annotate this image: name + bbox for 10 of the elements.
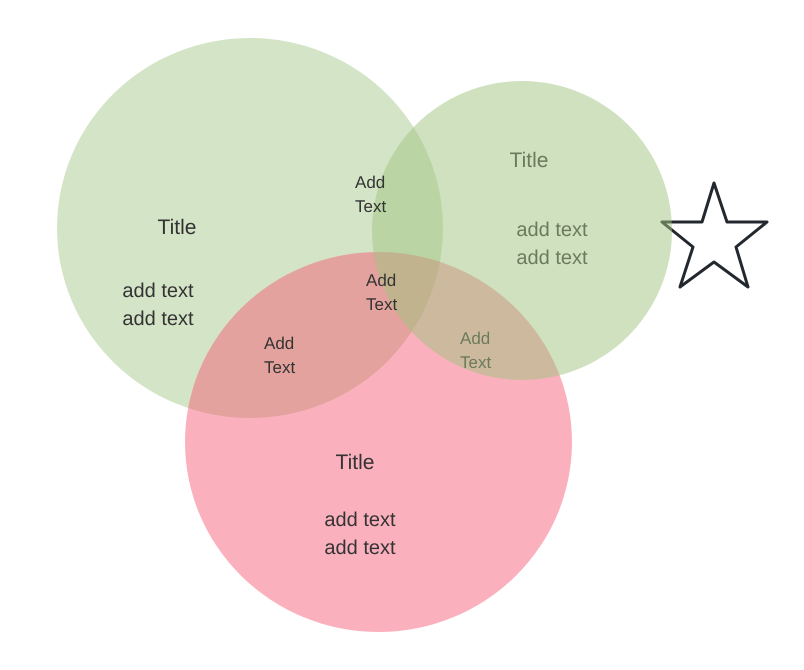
circle-title: Title bbox=[336, 450, 374, 476]
circle-title: Title bbox=[158, 215, 196, 241]
circle-text: add text add text bbox=[323, 508, 397, 561]
overlap-label: Add Text bbox=[264, 333, 296, 379]
circle-title: Title bbox=[510, 148, 548, 174]
circle-text: add text add text bbox=[121, 279, 195, 332]
overlap-label: Add Text bbox=[460, 328, 492, 374]
overlap-label: Add Text bbox=[355, 172, 388, 218]
overlap-label: Add Text bbox=[366, 270, 398, 316]
circle-text: add text add text bbox=[515, 218, 589, 271]
